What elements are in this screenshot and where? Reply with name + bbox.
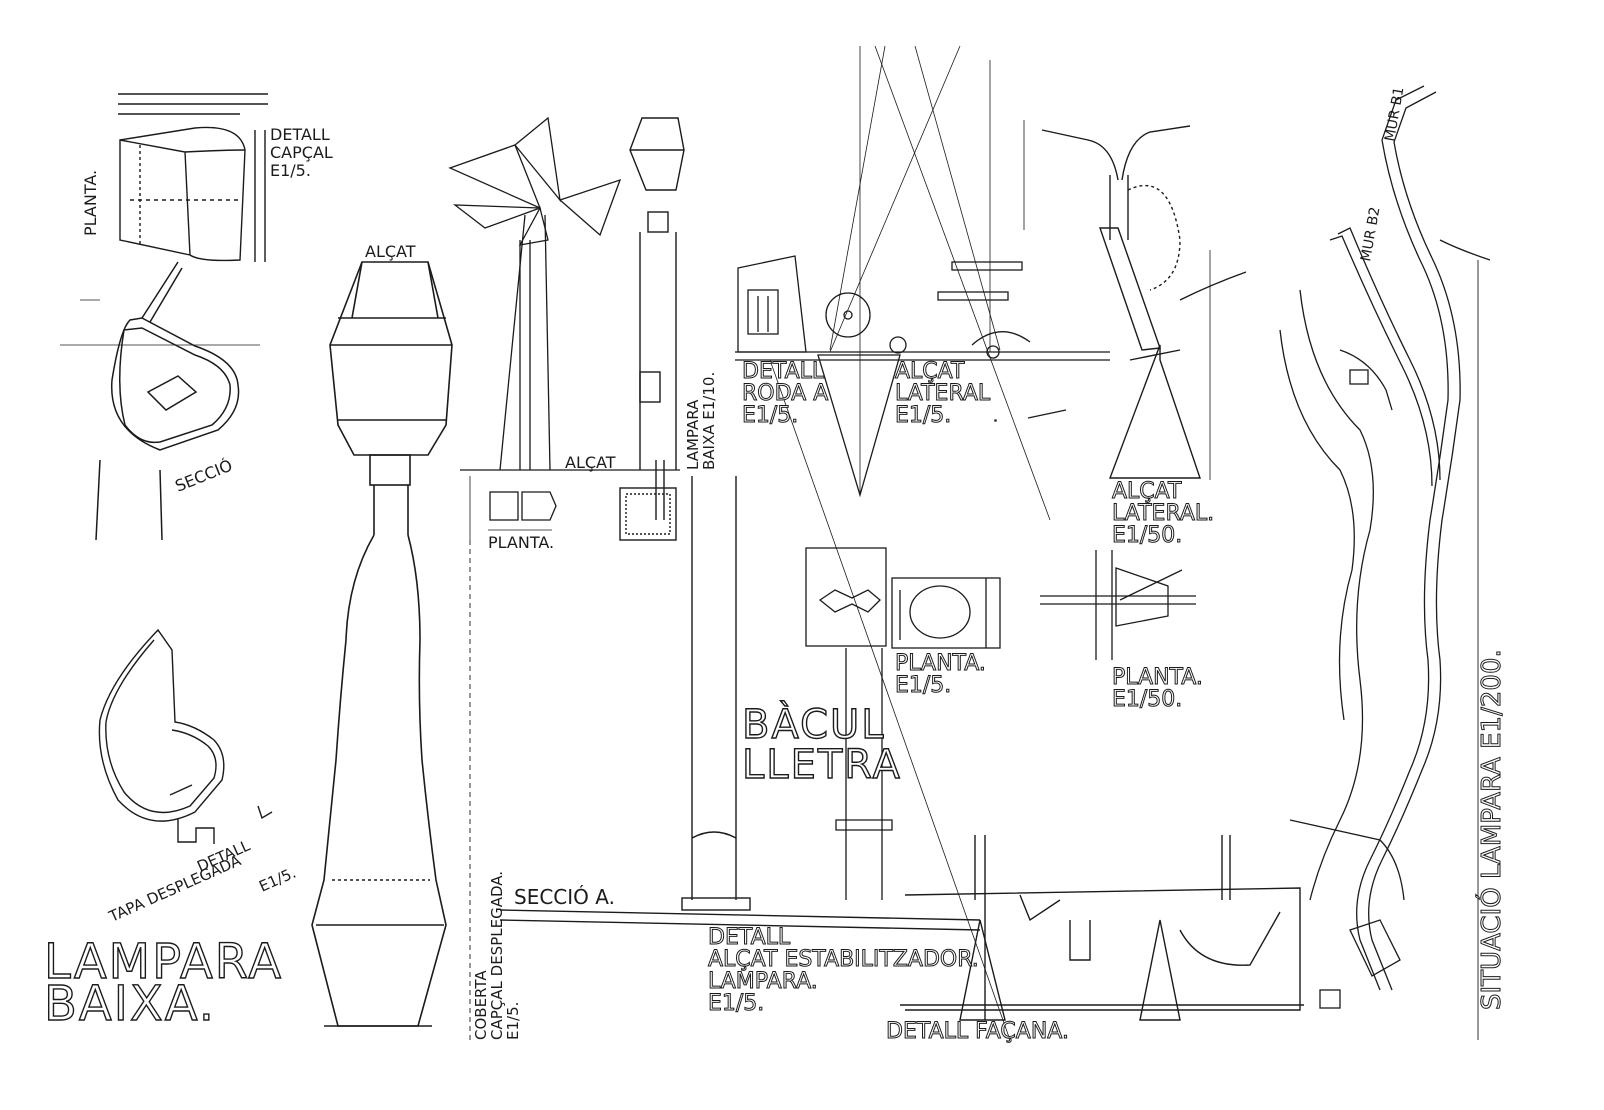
seccio-plan-drawing xyxy=(60,261,260,541)
facana-drawing xyxy=(900,835,1304,1021)
situacio-vertical-label: SITUACIÓ LAMPARA E1/200. xyxy=(1475,649,1507,1010)
planta-e15-label-1: PLANTA. xyxy=(895,651,986,676)
planta-e150-drawing xyxy=(1040,550,1196,660)
planta-e15-drawing xyxy=(805,547,1001,900)
alcat-lateral-right-drawing xyxy=(1023,120,1247,480)
baculo-label-1: BÀCUL xyxy=(742,700,886,748)
detall-rodaa-label-2: RODA A xyxy=(742,381,828,406)
detall-alcat-label-2: ALÇAT ESTABILITZADOR. xyxy=(708,947,979,972)
pillar-lantern-drawing xyxy=(619,117,685,541)
coberta-label-3: E1/5. xyxy=(504,1002,522,1040)
planta-top-label: PLANTA. xyxy=(81,170,100,236)
detall-alcat-label-1: DETALL xyxy=(708,925,791,950)
alcat-lateral-mid-label-1: ALÇAT xyxy=(895,359,965,384)
lamp-elevation-drawing xyxy=(311,261,453,1027)
site-plan-drawing xyxy=(1279,85,1491,1040)
planta-e15-label-2: E1/5. xyxy=(895,673,951,698)
planta-e150-label-1: PLANTA. xyxy=(1112,665,1203,690)
baculo-label-2: LLETRA xyxy=(742,742,902,788)
alcat-lateral-mid-label-2: LATERAL xyxy=(895,381,991,406)
detall-capcal-label-1: DETALL xyxy=(270,125,330,144)
detall-tapa-drawing xyxy=(98,628,273,844)
detall-capcal-drawing xyxy=(118,93,268,262)
seccio-a-drawing xyxy=(469,476,981,1040)
detall-capcal-label-3: E1/5. xyxy=(270,161,311,180)
planta-e150-label-2: E1/50. xyxy=(1112,687,1182,712)
seccio-small-label: SECCIÓ xyxy=(172,456,235,496)
detall-tapa-label-3: E1/5. xyxy=(256,864,298,896)
alcat-lateral-mid-label-3: E1/5. xyxy=(895,403,951,428)
detall-alcat-label-3: LAMPARA. xyxy=(708,969,818,994)
alcat-lamp-label: ALÇAT xyxy=(365,242,416,261)
alcat-lateral-right-label-3: E1/50. xyxy=(1112,523,1182,548)
detall-tapa-label-2: TAPA DESPLEGADA xyxy=(105,851,244,926)
propeller-column-drawing xyxy=(448,116,680,531)
detall-facana-label: DETALL FAÇANA. xyxy=(886,1019,1069,1044)
detall-capcal-label-2: CAPÇAL xyxy=(270,143,333,162)
lampara-baixa-scale-1: LAMPARA xyxy=(684,399,702,470)
detall-rodaa-label-3: E1/5. xyxy=(742,403,798,428)
planta-mid-label: PLANTA. xyxy=(488,533,554,552)
detall-alcat-label-4: E1/5. xyxy=(708,991,764,1016)
alcat-mid-label: ALÇAT xyxy=(565,453,616,472)
alcat-lateral-right-label-2: LATERAL. xyxy=(1112,501,1214,526)
coberta-label-1: COBERTA xyxy=(472,970,490,1040)
lampara-baixa-scale-2: BAIXA E1/10. xyxy=(700,372,718,470)
alcat-lateral-right-label-1: ALÇAT xyxy=(1112,479,1182,504)
seccio-a-label: SECCIÓ A. xyxy=(514,885,615,909)
detall-rodaa-label-1: DETALL xyxy=(742,359,825,384)
lampara-baixa-title-line2: BAIXA. xyxy=(44,976,216,1032)
lampara-baixa-title-line1: LAMPARA xyxy=(44,934,283,990)
mur-b2-label: MUR B2 xyxy=(1358,206,1383,263)
rodaa-mechanism-drawing xyxy=(735,45,1110,1041)
coberta-label-2: CAPÇAL DESPLEGADA. xyxy=(488,871,506,1040)
